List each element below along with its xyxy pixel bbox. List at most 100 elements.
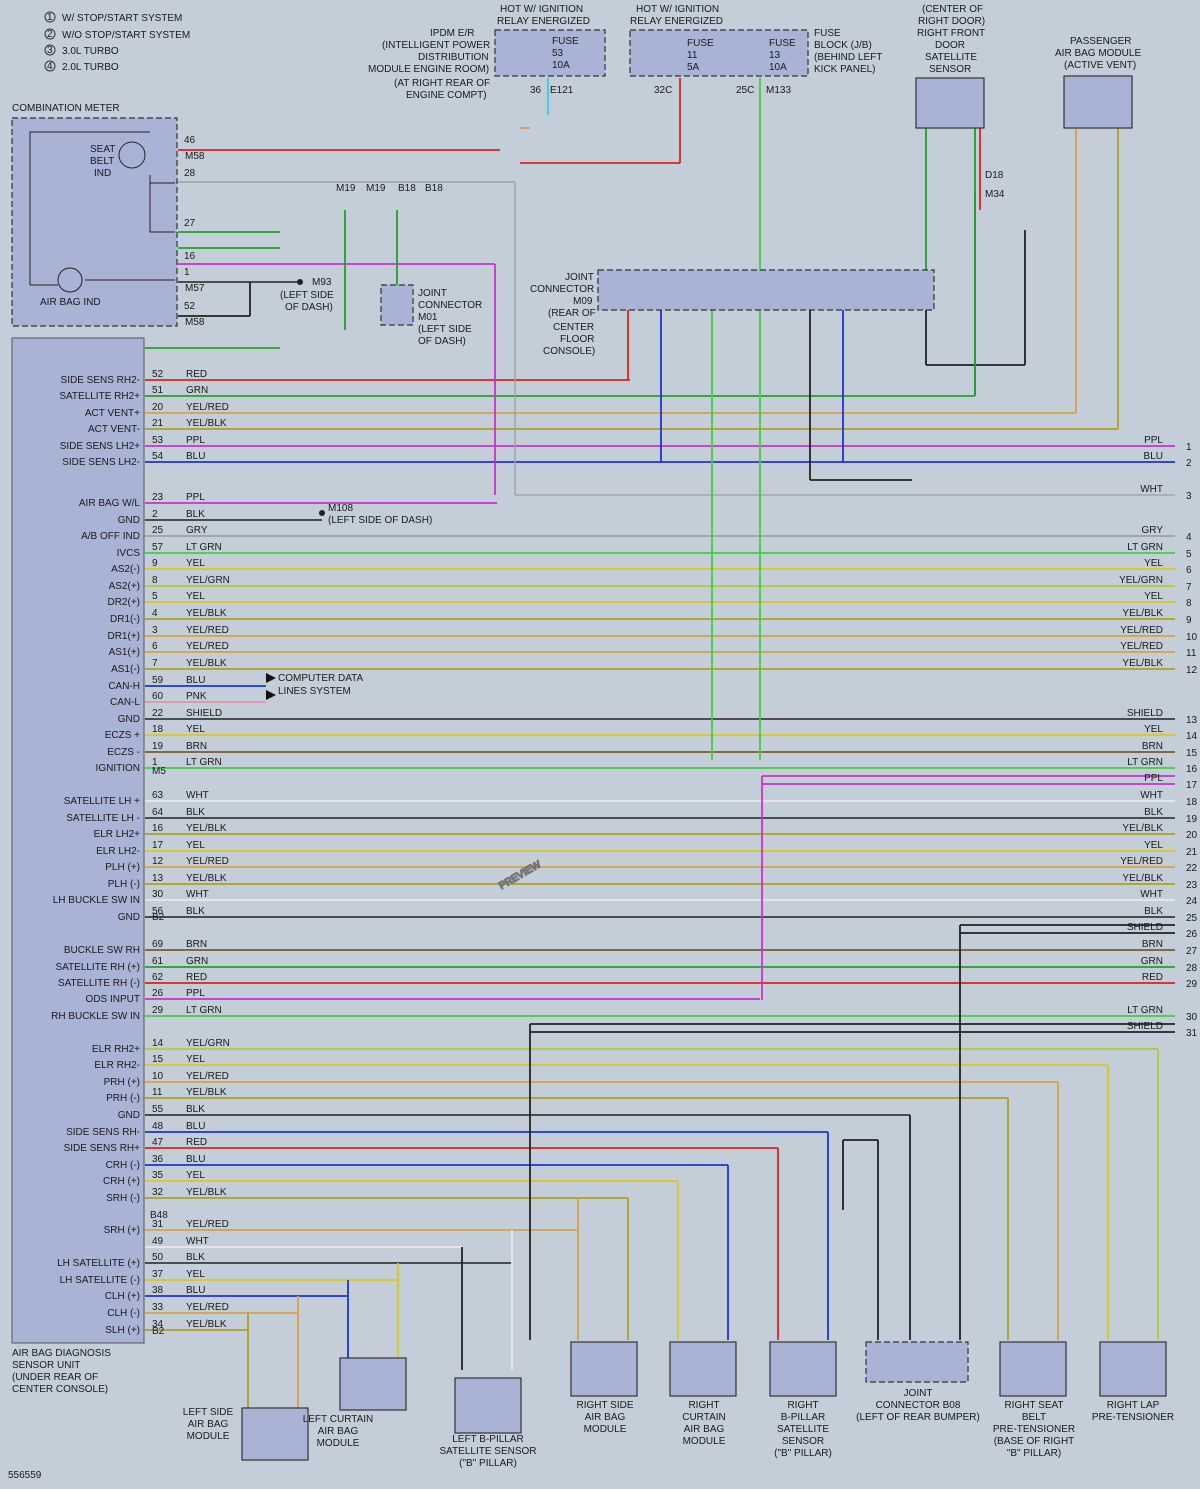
wire-color-label: YEL/BLK (186, 823, 227, 834)
svg-text:LINES SYSTEM: LINES SYSTEM (278, 686, 351, 697)
splice-ref-number: 27 (1186, 946, 1198, 957)
wire-color-label: WHT (186, 1236, 209, 1247)
module-pin-label: SATELLITE RH (-) (58, 978, 140, 989)
wire-color-label: BLK (186, 509, 205, 520)
arrow-right-icon (266, 673, 276, 683)
svg-text:LEFT SIDE: LEFT SIDE (183, 1407, 234, 1418)
wire-color-label: YEL/BLK (186, 1187, 227, 1198)
wire-color-label: BLK (186, 906, 205, 917)
wire-color-label: YEL/RED (1120, 641, 1163, 652)
svg-text:SATELLITE SENSOR: SATELLITE SENSOR (439, 1446, 536, 1457)
svg-text:46: 46 (184, 135, 196, 146)
wire-color-label: GRN (186, 385, 208, 396)
module-pin-label: SLH (+) (105, 1325, 140, 1336)
svg-text:AIR BAG DIAGNOSIS: AIR BAG DIAGNOSIS (12, 1348, 111, 1359)
wire-color-label: WHT (1140, 790, 1163, 801)
module-pin-label: ECZS + (105, 730, 140, 741)
wire-color-label: GRY (1142, 525, 1164, 536)
svg-text:HOT W/ IGNITION: HOT W/ IGNITION (636, 4, 719, 15)
module-pin-label: CAN-H (108, 681, 140, 692)
module-pin-number: 49 (152, 1236, 164, 1247)
module-pin-label: AS2(+) (109, 581, 140, 592)
module-pin-number: 6 (152, 641, 158, 652)
module-pin-label: IVCS (117, 548, 141, 559)
module-pin-label: SATELLITE LH - (66, 813, 140, 824)
arrow-right-icon (266, 690, 276, 700)
wire-color-label: BLU (1144, 451, 1163, 462)
svg-text:4: 4 (47, 61, 53, 72)
wire-color-label: GRN (186, 956, 208, 967)
svg-text:(LEFT OF REAR BUMPER): (LEFT OF REAR BUMPER) (856, 1412, 980, 1423)
module-pin-number: 53 (152, 435, 164, 446)
splice-ref-number: 31 (1186, 1028, 1198, 1039)
svg-text:(LEFT SIDE OF DASH): (LEFT SIDE OF DASH) (328, 515, 432, 526)
svg-text:AIR BAG: AIR BAG (188, 1419, 229, 1430)
svg-text:CONNECTOR B08: CONNECTOR B08 (876, 1400, 961, 1411)
svg-text:B18: B18 (398, 183, 416, 194)
svg-text:1: 1 (184, 267, 190, 278)
svg-text:D18: D18 (985, 170, 1004, 181)
svg-text:RIGHT LAP: RIGHT LAP (1107, 1400, 1160, 1411)
wire-color-label: RED (1142, 972, 1163, 983)
wire-color-label: RED (186, 1137, 207, 1148)
splice-ref-number: 15 (1186, 748, 1198, 759)
wire-color-label: SHIELD (1127, 708, 1163, 719)
module-pin-number: 26 (152, 988, 164, 999)
wire-color-label: YEL/BLK (186, 873, 227, 884)
wire-color-label: YEL/BLK (186, 658, 227, 669)
svg-text:MODULE: MODULE (683, 1436, 726, 1447)
wire-color-label: PPL (1144, 773, 1163, 784)
svg-text:AIR BAG MODULE: AIR BAG MODULE (1055, 48, 1141, 59)
wire-layer (145, 78, 1175, 1410)
can-lines: COMPUTER DATA LINES SYSTEM (266, 673, 364, 700)
splice-ref-number: 1 (1186, 442, 1192, 453)
svg-text:PRE-TENSIONER: PRE-TENSIONER (993, 1424, 1075, 1435)
wire-color-label: SHIELD (1127, 922, 1163, 933)
svg-text:(LEFT SIDE: (LEFT SIDE (280, 290, 334, 301)
wire-color-label: YEL/BLK (186, 418, 227, 429)
svg-text:10A: 10A (769, 62, 787, 73)
splice-ref-number: 19 (1186, 814, 1198, 825)
module-pin-number: 55 (152, 1104, 164, 1115)
module-pin-number: 35 (152, 1170, 164, 1181)
svg-text:16: 16 (184, 251, 196, 262)
module-pin-label: PLH (-) (108, 879, 140, 890)
wire-color-label: YEL/BLK (1122, 873, 1163, 884)
svg-text:"B" PILLAR): "B" PILLAR) (1007, 1448, 1061, 1459)
svg-text:SENSOR: SENSOR (782, 1436, 824, 1447)
svg-text:SENSOR: SENSOR (929, 64, 971, 75)
wire-color-label: YEL/BLK (1122, 608, 1163, 619)
joint-connector-m09: JOINT CONNECTOR M09 (REAR OF CENTER FLOO… (530, 269, 935, 357)
svg-text:RELAY ENERGIZED: RELAY ENERGIZED (497, 16, 590, 27)
wire-color-label: YEL/BLK (186, 1087, 227, 1098)
module-pin-label: ELR LH2+ (94, 829, 141, 840)
meter-seat-label: SEAT (90, 144, 115, 155)
svg-text:OF DASH): OF DASH) (285, 302, 333, 313)
module-pin-label: RH BUCKLE SW IN (51, 1011, 140, 1022)
svg-text:RIGHT FRONT: RIGHT FRONT (917, 28, 985, 39)
module-pin-label: SATELLITE RH2+ (59, 391, 140, 402)
wire-color-label: LT GRN (1127, 1005, 1163, 1016)
svg-text:E121: E121 (550, 85, 574, 96)
legend: 1 W/ STOP/START SYSTEM 2 W/O STOP/START … (44, 11, 190, 73)
module-pin-label: DR2(+) (107, 597, 140, 608)
module-pin-number: 3 (152, 625, 158, 636)
module-pin-number: 17 (152, 840, 164, 851)
wire-color-label: YEL (1144, 558, 1163, 569)
svg-text:MODULE: MODULE (584, 1424, 627, 1435)
module-pin-number: 22 (152, 708, 164, 719)
module-pin-number: 60 (152, 691, 164, 702)
seat-belt-lamp-icon (118, 141, 146, 169)
svg-text:M133: M133 (766, 85, 791, 96)
wire-color-label: BRN (186, 939, 207, 950)
svg-text:COMPUTER DATA: COMPUTER DATA (278, 673, 364, 684)
wire-color-label: SHIELD (1127, 1021, 1163, 1032)
wire-color-label: YEL/RED (186, 641, 229, 652)
splice-ref-number: 20 (1186, 830, 1198, 841)
module-pin-number: 57 (152, 542, 164, 553)
wire-color-label: SHIELD (186, 708, 222, 719)
module-pin-label: SATELLITE RH (+) (55, 962, 140, 973)
module-pin-label: AS2(-) (111, 564, 140, 575)
wire-color-label: LT GRN (186, 542, 222, 553)
